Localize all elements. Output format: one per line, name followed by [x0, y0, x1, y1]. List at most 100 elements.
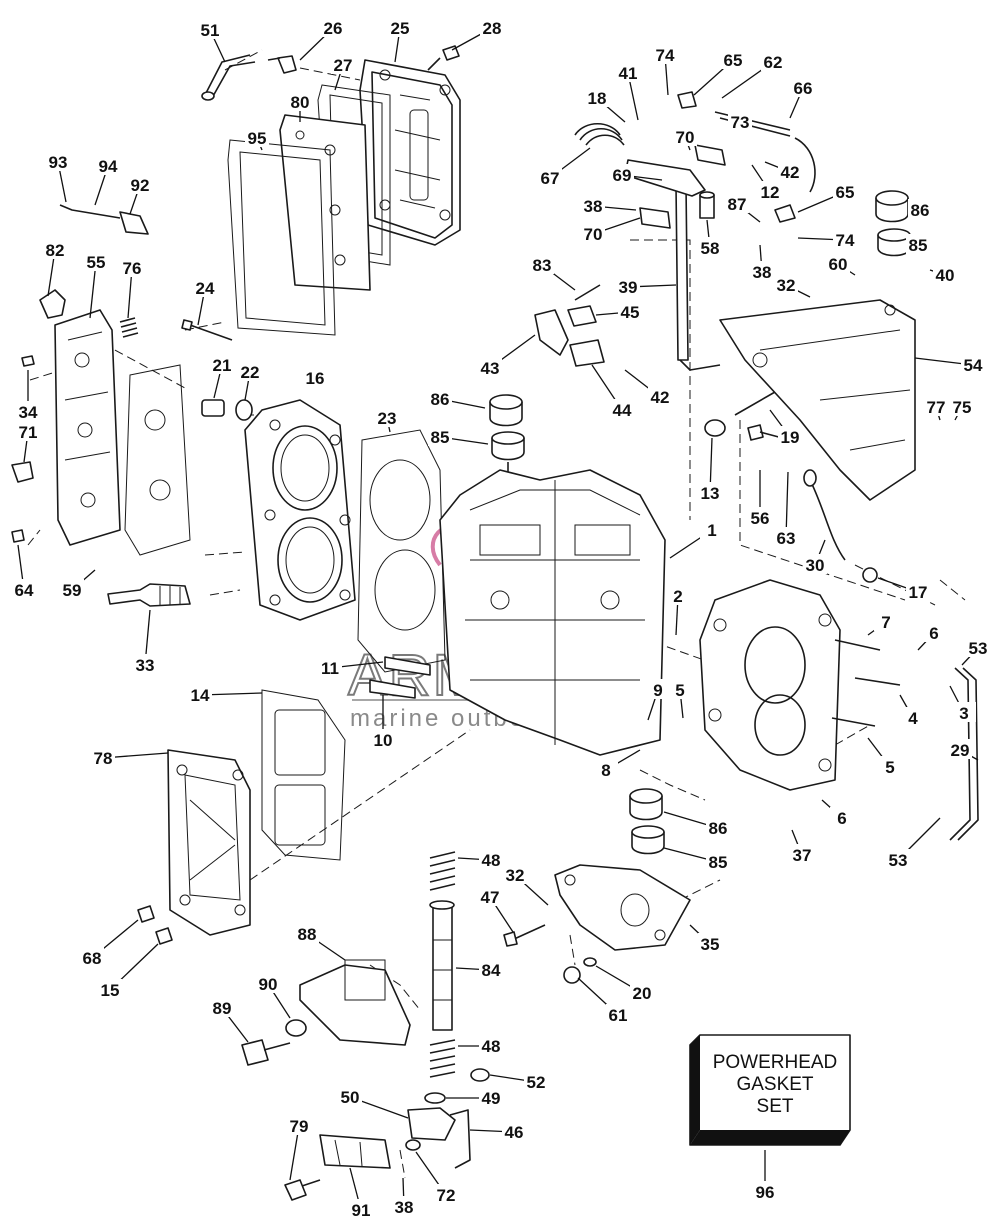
callout-pad [581, 195, 605, 215]
plug-13 [704, 419, 726, 437]
callout-82: 82 [46, 241, 65, 260]
callout-93: 93 [49, 153, 68, 172]
mount-85-upper [491, 431, 525, 474]
callout-pad [653, 44, 677, 64]
callout-pad [133, 654, 157, 674]
callout-3: 3 [959, 704, 968, 723]
callout-85: 85 [431, 428, 450, 447]
callout-pad [388, 17, 412, 37]
callout-65: 65 [724, 51, 743, 70]
callout-pad [906, 581, 930, 601]
bolt-24 [181, 319, 233, 341]
callout-75: 75 [953, 398, 972, 417]
callout-88: 88 [298, 925, 317, 944]
callout-pad [16, 421, 40, 441]
callout-73: 73 [731, 113, 750, 132]
callout-53: 53 [889, 851, 908, 870]
callout-pad [673, 126, 697, 146]
callout-62: 62 [764, 53, 783, 72]
callout-pad [698, 482, 722, 502]
valve-body-50 [407, 1107, 456, 1141]
callout-pad [706, 817, 730, 837]
callout-pad [833, 181, 857, 201]
callout-44: 44 [613, 401, 632, 420]
callout-pad [648, 386, 672, 406]
spring-48-upper [429, 851, 456, 891]
nut-61 [563, 966, 581, 984]
spring-76 [119, 317, 139, 338]
callout-pad [874, 611, 898, 631]
callout-pad [750, 261, 774, 281]
callout-pad [748, 507, 772, 527]
callout-pad [630, 982, 654, 1002]
callout-86: 86 [431, 390, 450, 409]
callout-66: 66 [794, 79, 813, 98]
callout-74: 74 [656, 46, 675, 65]
mount-bracket-54 [719, 299, 916, 501]
cylinder-block [439, 469, 666, 756]
callout-pad [46, 151, 70, 171]
callout-pad [188, 684, 212, 704]
callout-pad [479, 959, 503, 979]
callout-78: 78 [94, 749, 113, 768]
callout-38: 38 [753, 263, 772, 282]
callout-pad [375, 407, 399, 427]
head-gasket-23 [357, 429, 446, 673]
callout-pad [60, 579, 84, 599]
callout-24: 24 [196, 279, 215, 298]
callout-pad [428, 388, 452, 408]
callout-61: 61 [609, 1006, 628, 1025]
callout-6: 6 [837, 809, 846, 828]
callout-pad [538, 167, 562, 187]
callout-92: 92 [131, 176, 150, 195]
callout-pad [826, 253, 850, 273]
callout-65: 65 [836, 183, 855, 202]
callout-48: 48 [482, 851, 501, 870]
callout-pad [725, 193, 749, 213]
mount-86-upper [489, 394, 523, 427]
callout-12: 12 [761, 183, 780, 202]
callout-6: 6 [929, 624, 938, 643]
callout-30: 30 [806, 556, 825, 575]
callout-pad [952, 702, 976, 722]
callout-pad [618, 301, 642, 321]
washer-52 [470, 1068, 490, 1082]
callout-20: 20 [633, 984, 652, 1003]
callout-pad [646, 679, 670, 699]
fitting-26 [267, 55, 297, 74]
callout-pad [774, 274, 798, 294]
bracket-70-upper [694, 144, 726, 166]
washer-17 [862, 567, 878, 583]
callout-94: 94 [99, 157, 118, 176]
callout-21: 21 [213, 356, 232, 375]
callout-37: 37 [793, 846, 812, 865]
callout-17: 17 [909, 583, 928, 602]
callout-pad [210, 354, 234, 374]
callout-pad [791, 77, 815, 97]
callout-69: 69 [613, 166, 632, 185]
gasket-set-line-1: POWERHEAD [713, 1052, 838, 1073]
callout-22: 22 [241, 363, 260, 382]
callout-43: 43 [481, 359, 500, 378]
mount-86-right [875, 190, 909, 223]
callout-pad [698, 237, 722, 257]
callout-pad [833, 229, 857, 249]
bushing-58 [699, 191, 715, 219]
callout-55: 55 [87, 253, 106, 272]
callout-95: 95 [248, 129, 267, 148]
washer-90 [285, 1019, 307, 1037]
callout-32: 32 [777, 276, 796, 295]
callout-pad [753, 1181, 777, 1201]
callout-pad [318, 657, 342, 677]
callout-pad [502, 1121, 526, 1141]
callout-27: 27 [334, 56, 353, 75]
callout-pad [287, 1115, 311, 1135]
callout-pad [238, 361, 262, 381]
mount-bracket-35 [554, 864, 691, 951]
callout-67: 67 [541, 169, 560, 188]
callout-47: 47 [481, 888, 500, 907]
callout-26: 26 [324, 19, 343, 38]
callout-60: 60 [829, 255, 848, 274]
callout-33: 33 [136, 656, 155, 675]
